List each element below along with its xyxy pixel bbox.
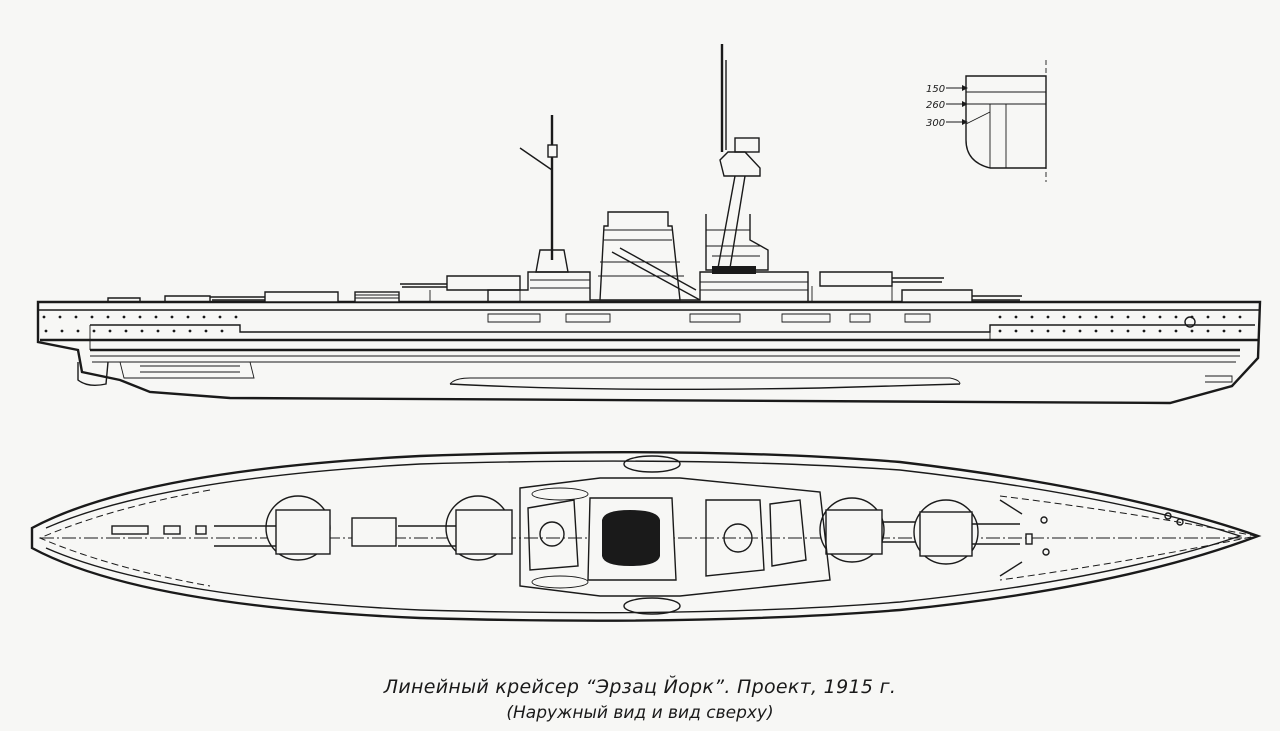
- porthole: [1030, 315, 1034, 319]
- porthole: [44, 329, 48, 333]
- turret-plan-aft-outer: [214, 495, 331, 561]
- porthole: [170, 315, 174, 319]
- porthole: [1094, 329, 1098, 333]
- porthole: [998, 329, 1002, 333]
- porthole: [106, 315, 110, 319]
- figure-caption-subtitle: (Наружный вид и вид сверху): [506, 703, 774, 723]
- fore-mast: [705, 44, 769, 274]
- porthole: [1158, 329, 1162, 333]
- porthole: [1014, 329, 1018, 333]
- turret-aft-outer: [210, 291, 339, 303]
- porthole: [156, 329, 160, 333]
- porthole: [1238, 315, 1242, 319]
- side-elevation: [36, 44, 1262, 405]
- porthole: [108, 329, 112, 333]
- funnel-plan: [602, 510, 660, 566]
- porthole: [138, 315, 142, 319]
- porthole: [1126, 315, 1130, 319]
- deck-outline: [30, 450, 1262, 622]
- porthole: [1190, 315, 1194, 319]
- porthole: [1206, 329, 1210, 333]
- porthole: [172, 329, 176, 333]
- turret-fore-inner: [811, 271, 944, 303]
- porthole: [1062, 329, 1066, 333]
- porthole: [1094, 315, 1098, 319]
- porthole: [122, 315, 126, 319]
- porthole: [1142, 315, 1146, 319]
- porthole: [1174, 315, 1178, 319]
- figure-caption-title: Линейный крейсер “Эрзац Йорк”. Проект, 1…: [383, 676, 897, 698]
- porthole: [90, 315, 94, 319]
- porthole: [234, 315, 238, 319]
- armor-label-150: 150: [926, 84, 945, 95]
- turret-plan-fore-outer: [913, 499, 1020, 565]
- porthole: [1142, 329, 1146, 333]
- armor-section-inset: 150 260 300: [926, 60, 1047, 182]
- turret-fore-outer: [901, 289, 1022, 303]
- portholes: [42, 315, 1242, 333]
- main-mast: [519, 115, 569, 273]
- turret-plan-fore-inner: [819, 497, 936, 563]
- porthole: [1222, 315, 1226, 319]
- armor-label-260: 260: [926, 100, 945, 111]
- porthole: [1110, 315, 1114, 319]
- porthole: [124, 329, 128, 333]
- porthole: [202, 315, 206, 319]
- porthole: [1110, 329, 1114, 333]
- porthole: [1078, 329, 1082, 333]
- porthole: [58, 315, 62, 319]
- porthole: [76, 329, 80, 333]
- porthole: [1078, 315, 1082, 319]
- porthole: [204, 329, 208, 333]
- hull-outline: [36, 300, 1262, 405]
- porthole: [140, 329, 144, 333]
- porthole: [60, 329, 64, 333]
- porthole: [1158, 315, 1162, 319]
- porthole: [188, 329, 192, 333]
- turret-aft-inner: [400, 275, 521, 303]
- porthole: [1062, 315, 1066, 319]
- funnel: [598, 211, 701, 301]
- armor-label-300: 300: [926, 118, 945, 129]
- porthole: [186, 315, 190, 319]
- porthole: [1174, 329, 1178, 333]
- porthole: [220, 329, 224, 333]
- plan-view: [30, 450, 1262, 622]
- porthole: [1030, 329, 1034, 333]
- turret-plan-aft-inner: [398, 495, 513, 561]
- porthole: [1046, 315, 1050, 319]
- porthole: [218, 315, 222, 319]
- porthole: [74, 315, 78, 319]
- porthole: [1190, 329, 1194, 333]
- porthole: [1126, 329, 1130, 333]
- porthole: [92, 329, 96, 333]
- porthole: [1014, 315, 1018, 319]
- porthole: [1046, 329, 1050, 333]
- porthole: [42, 315, 46, 319]
- porthole: [1222, 329, 1226, 333]
- porthole: [998, 315, 1002, 319]
- porthole: [1206, 315, 1210, 319]
- porthole: [154, 315, 158, 319]
- porthole: [1238, 329, 1242, 333]
